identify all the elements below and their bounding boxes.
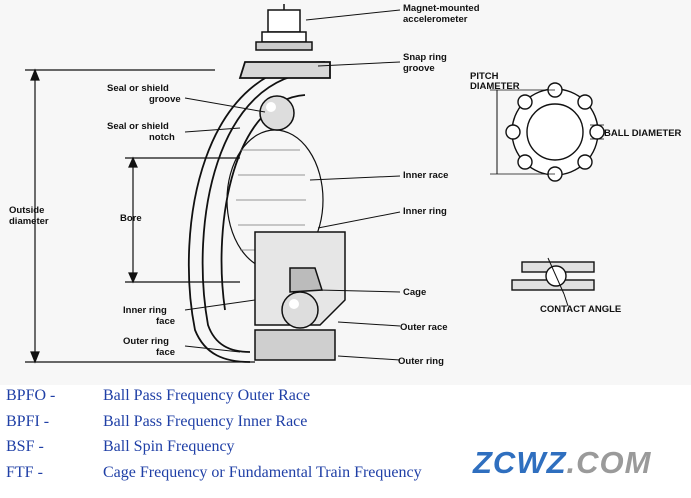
outer-ring-face-label: Outer ring — [123, 336, 169, 347]
outer-ring-label: Outer ring — [398, 356, 444, 367]
legend-abbr: BPFO - — [6, 387, 56, 404]
watermark-dot: . — [566, 445, 577, 480]
ball-diameter-label: BALL DIAMETER — [604, 128, 682, 139]
accelerometer-label: Magnet-mounted — [403, 3, 480, 14]
outer-race-label: Outer race — [400, 322, 448, 333]
seal-notch-label: Seal or shield — [107, 121, 169, 132]
seal-groove-label: Seal or shield — [107, 83, 169, 94]
seal-groove-label-2: groove — [149, 94, 181, 105]
legend-row: FTF - Cage Frequency or Fundamental Train… — [6, 464, 476, 490]
inner-ring-face-label-2: face — [156, 316, 175, 327]
contact-angle-label: CONTACT ANGLE — [540, 304, 621, 315]
bore-label: Bore — [120, 213, 142, 224]
cross-section-shape — [254, 231, 346, 361]
watermark-brand: ZCWZ — [473, 445, 567, 480]
outside-diameter-dimension — [25, 68, 255, 364]
snap-ring-label-2: groove — [403, 63, 435, 74]
accelerometer-icon — [255, 4, 313, 51]
legend-text: Ball Pass Frequency Inner Race — [103, 412, 308, 430]
outer-ring-face-label-2: face — [156, 347, 175, 358]
outside-diameter-label-2: diameter — [9, 216, 49, 227]
contact-angle-illustration — [511, 257, 595, 307]
legend-abbr: BPFI - — [6, 412, 50, 430]
pitch-diameter-label: PITCH — [470, 71, 499, 82]
frequency-legend: BPFO - Ball Pass Frequency Outer Race BPF… — [6, 387, 476, 489]
legend-text: Ball Pass Frequency Outer Race — [103, 387, 311, 404]
legend-abbr: FTF - — [6, 463, 43, 481]
legend-text: Ball Spin Frequency — [103, 438, 235, 455]
zcwz-watermark-logo: ZCWZ.COM — [473, 445, 651, 481]
legend-row: BSF - Ball Spin Frequency — [6, 438, 476, 464]
inner-race-label: Inner race — [403, 170, 448, 181]
legend-abbr: BSF - — [6, 438, 44, 455]
inner-ring-face-label: Inner ring — [123, 305, 167, 316]
legend-row: BPFO - Ball Pass Frequency Outer Race — [6, 387, 476, 413]
cage-label: Cage — [403, 287, 426, 298]
inner-ring-label: Inner ring — [403, 206, 447, 217]
legend-row: BPFI - Ball Pass Frequency Inner Race — [6, 413, 476, 439]
pitch-diameter-illustration — [490, 82, 605, 182]
seal-notch-label-2: notch — [149, 132, 175, 143]
legend-text: Cage Frequency or Fundamental Train Freq… — [103, 463, 422, 481]
outside-diameter-label: Outside — [9, 205, 44, 216]
leader-lines — [184, 9, 401, 361]
accelerometer-label-2: accelerometer — [403, 14, 468, 25]
watermark-tld: COM — [576, 445, 652, 480]
bearing-ball-top — [259, 95, 295, 131]
pitch-diameter-label-2: DIAMETER — [470, 81, 520, 92]
snap-ring-label: Snap ring — [403, 52, 447, 63]
bore-dimension — [125, 156, 240, 284]
